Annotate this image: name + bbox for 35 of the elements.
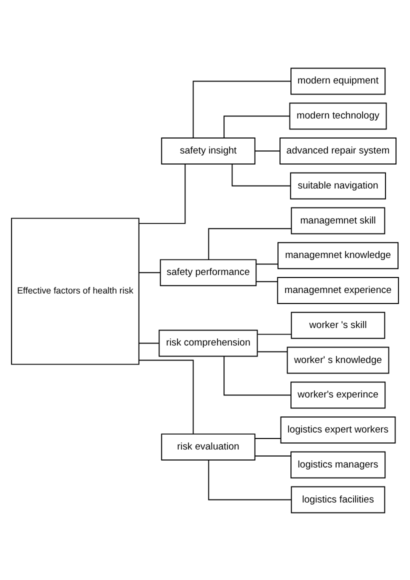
connector <box>192 80 292 138</box>
node-box: Effective factors of health risk <box>11 217 140 364</box>
connector <box>256 263 278 264</box>
connector <box>257 350 288 352</box>
node-box: modern technology <box>289 102 387 130</box>
node-box: suitable navigation <box>290 172 386 199</box>
node-box: advanced repair system <box>280 137 397 164</box>
node-box: worker' s knowledge <box>286 346 390 374</box>
connector <box>138 359 194 434</box>
node-box: risk evaluation <box>161 433 256 460</box>
node-box: safety insight <box>161 137 256 164</box>
connector <box>232 162 291 186</box>
connector <box>254 150 280 151</box>
connector <box>208 459 292 500</box>
node-box: logistics expert workers <box>280 416 396 443</box>
connector <box>138 342 160 344</box>
node-box: risk comprehension <box>158 329 258 356</box>
connector <box>138 272 160 273</box>
connector <box>208 228 292 260</box>
node-box: safety performance <box>160 258 257 286</box>
node-box: logistics facilities <box>290 486 386 513</box>
connector <box>138 163 186 224</box>
node-box: worker's experince <box>290 381 386 408</box>
connector <box>256 280 278 282</box>
node-box: modern equipment <box>290 67 386 94</box>
connector <box>224 355 292 396</box>
node-box: managemnet knowledge <box>278 242 399 269</box>
connector <box>254 438 282 439</box>
node-box: managemnet experience <box>277 276 399 304</box>
node-box: managemnet skill <box>290 206 386 234</box>
node-box: logistics managers <box>290 450 386 478</box>
connector <box>224 115 290 138</box>
node-box: worker 's skill <box>290 311 386 338</box>
connector <box>254 454 292 456</box>
connector <box>257 333 292 334</box>
